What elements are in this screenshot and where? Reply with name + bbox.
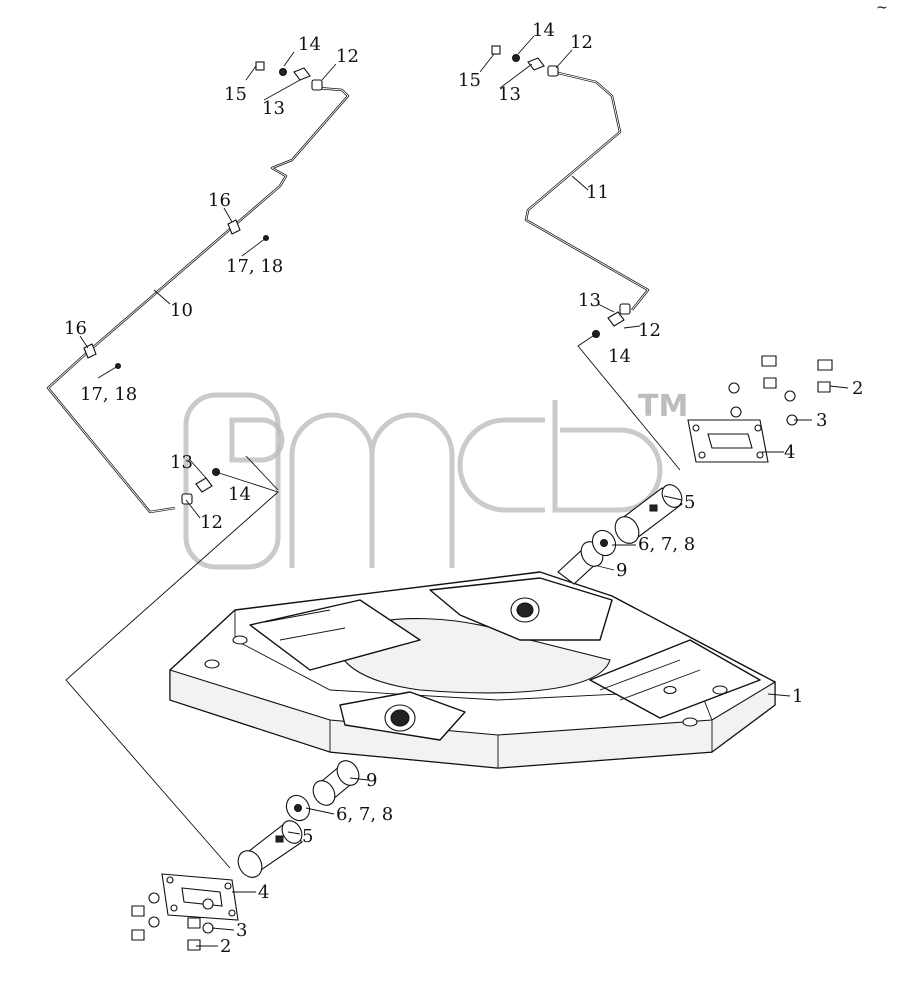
- callout-16-upper: 16: [208, 190, 231, 211]
- callout-2-right: 2: [852, 378, 863, 399]
- callout-5-left: 5: [302, 826, 313, 847]
- fittings-top-left: [255, 61, 323, 91]
- right-bolts: [761, 355, 833, 393]
- fittings-mid-left: [181, 468, 220, 505]
- callout-4-left: 4: [258, 882, 269, 903]
- left-bolts: [131, 905, 201, 951]
- callout-13-top-left: 13: [262, 98, 285, 119]
- callout-1: 1: [792, 686, 803, 707]
- callout-1718-upper: 17, 18: [226, 256, 283, 277]
- right-pin: [614, 484, 683, 544]
- watermark-logo: TM: [183, 389, 688, 570]
- callout-12-top-right: 12: [570, 32, 593, 53]
- left-pin: [237, 820, 303, 878]
- callout-12-mid-right: 12: [638, 320, 661, 341]
- callout-9-left: 9: [366, 770, 377, 791]
- callout-2-left: 2: [220, 936, 231, 957]
- callout-labels: 1 2 3 4 5 6, 7, 8 9 9 6, 7, 8 5 4 3 2 10…: [64, 20, 863, 957]
- right-washers: [728, 382, 798, 426]
- right-shim: [591, 529, 617, 557]
- pipe-left: [46, 86, 350, 514]
- fittings-mid-right: [592, 303, 631, 338]
- left-shim: [285, 794, 311, 822]
- callout-14-top-left: 14: [298, 34, 321, 55]
- right-plate: [687, 419, 769, 463]
- callout-11: 11: [586, 182, 609, 203]
- callout-13-mid-left: 13: [170, 452, 193, 473]
- leader-lines: [65, 35, 849, 947]
- main-frame: [169, 571, 776, 769]
- clips: [83, 219, 269, 369]
- callout-3-left: 3: [236, 920, 247, 941]
- pipe-right: [524, 70, 650, 311]
- callout-14-top-right: 14: [532, 20, 555, 41]
- callout-14-mid-right: 14: [608, 346, 631, 367]
- left-bushing: [312, 760, 360, 806]
- callout-3-right: 3: [816, 410, 827, 431]
- callout-15-top-left: 15: [224, 84, 247, 105]
- callout-13-top-right: 13: [498, 84, 521, 105]
- callout-5-right: 5: [684, 492, 695, 513]
- watermark-trademark: TM: [638, 389, 688, 424]
- left-washers: [148, 892, 214, 934]
- fittings-top-right: [491, 45, 559, 77]
- callout-13-mid-right: 13: [578, 290, 601, 311]
- callout-12-mid-left: 12: [200, 512, 223, 533]
- callout-4-right: 4: [784, 442, 795, 463]
- callout-1718-lower: 17, 18: [80, 384, 137, 405]
- callout-16-lower: 16: [64, 318, 87, 339]
- callout-10: 10: [170, 300, 193, 321]
- callout-678-right: 6, 7, 8: [638, 534, 695, 555]
- callout-9-right: 9: [616, 560, 627, 581]
- corner-mark: ~: [876, 0, 888, 16]
- callout-14-mid-left: 14: [228, 484, 251, 505]
- callout-15-top-right: 15: [458, 70, 481, 91]
- callout-678-left: 6, 7, 8: [336, 804, 393, 825]
- left-plate: [161, 873, 239, 921]
- callout-12-top-left: 12: [336, 46, 359, 67]
